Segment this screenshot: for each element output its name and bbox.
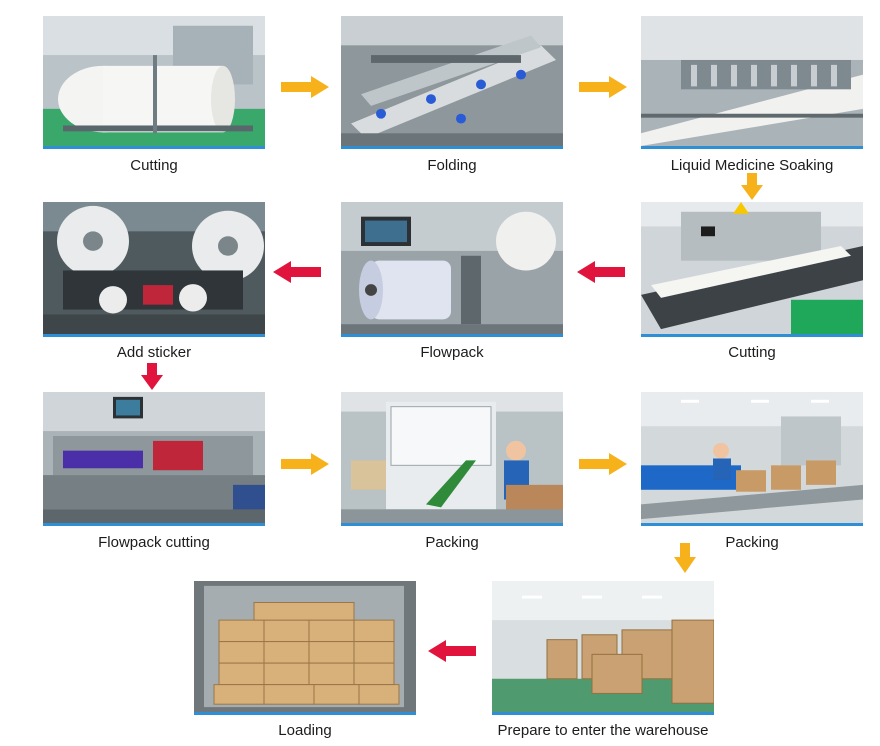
flow-arrow-left <box>428 640 476 662</box>
step-label: Flowpack cutting <box>98 534 210 551</box>
step-label: Cutting <box>728 344 776 361</box>
photo-add-sticker <box>43 202 265 337</box>
flow-arrow-right <box>281 453 329 475</box>
photo-flowpack-cutting <box>43 392 265 526</box>
flow-arrow-right <box>579 76 627 98</box>
step-label: Folding <box>427 157 477 174</box>
flow-arrow-down <box>674 543 696 573</box>
photo-cutting-2 <box>641 202 863 337</box>
flow-arrow-right <box>281 76 329 98</box>
photo-loading <box>194 581 416 715</box>
photo-flowpack <box>341 202 563 337</box>
step-label: Packing <box>725 534 779 551</box>
flow-arrow-right <box>579 453 627 475</box>
step-label: Liquid Medicine Soaking <box>670 157 834 174</box>
flow-arrow-down <box>141 363 163 390</box>
step-label: Packing <box>425 534 479 551</box>
step-label: Flowpack <box>420 344 484 361</box>
flow-arrow-down <box>741 173 763 200</box>
photo-warehouse <box>492 581 714 715</box>
photo-cutting <box>43 16 265 149</box>
photo-packing-1 <box>341 392 563 526</box>
flow-arrow-left <box>577 261 625 283</box>
step-label: Prepare to enter the warehouse <box>497 722 709 739</box>
step-label: Cutting <box>130 157 178 174</box>
step-label: Add sticker <box>116 344 192 361</box>
photo-packing-2 <box>641 392 863 526</box>
flow-arrow-left <box>273 261 321 283</box>
photo-soaking <box>641 16 863 149</box>
photo-folding <box>341 16 563 149</box>
step-label: Loading <box>278 722 332 739</box>
